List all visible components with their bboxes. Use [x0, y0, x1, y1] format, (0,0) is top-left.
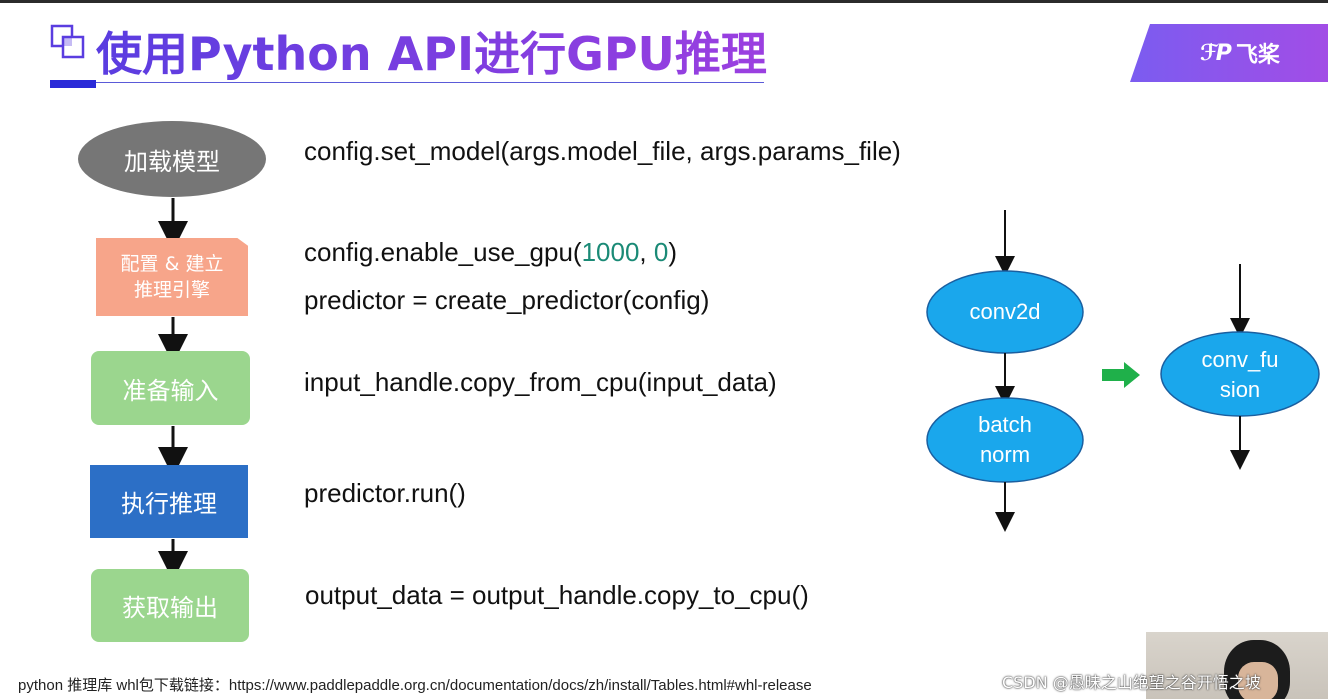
code-enable-gpu-sep: , — [639, 237, 654, 267]
webcam-person-face — [1238, 662, 1278, 699]
step-config-engine: 配置 & 建立 推理引擎 — [96, 238, 248, 316]
step-get-output-label: 获取输出 — [122, 594, 218, 622]
step-get-output: 获取输出 — [91, 569, 249, 642]
whl-download-link[interactable]: python 推理库 whl包下载链接：https://www.paddlepa… — [18, 677, 812, 694]
code-enable-gpu: config.enable_use_gpu(1000, 0) — [304, 237, 677, 268]
convfusion-label-line2: sion — [1219, 377, 1261, 402]
step-config-label-line2: 推理引擎 — [133, 279, 210, 301]
csdn-watermark: CSDN @愚昧之山绝望之谷开悟之坡 — [1002, 673, 1261, 692]
step-run-inference: 执行推理 — [90, 465, 248, 538]
step-load-model: 加载模型 — [78, 121, 266, 197]
code-run: predictor.run() — [304, 478, 466, 508]
batchnorm-label-line2: norm — [979, 442, 1031, 467]
logo-band — [1130, 24, 1328, 82]
code-copy-from-cpu: input_handle.copy_from_cpu(input_data) — [304, 367, 777, 397]
step-prepare-input: 准备输入 — [91, 351, 250, 425]
paddle-logo-text: 飞桨 — [1235, 43, 1280, 68]
batchnorm-label-line1: batch — [978, 412, 1032, 437]
title-squares-icon — [50, 24, 85, 59]
fusion-arrow-icon — [1102, 362, 1140, 388]
code-set-model: config.set_model(args.model_file, args.p… — [304, 136, 901, 166]
paddle-logo-icon: ℱP — [1200, 40, 1232, 66]
webcam-overlay — [1146, 632, 1328, 699]
conv2d-label: conv2d — [969, 299, 1041, 324]
convfusion-label-line1: conv_fu — [1201, 347, 1279, 372]
convfusion-label: conv_fu sion — [1161, 345, 1319, 405]
slide-title: 使用Python API进行GPU推理 — [96, 18, 767, 84]
code-create-predictor: predictor = create_predictor(config) — [304, 285, 710, 315]
title-underline-accent — [50, 80, 96, 88]
step-run-inference-label: 执行推理 — [121, 490, 217, 518]
code-enable-gpu-suffix: ) — [668, 237, 677, 267]
code-enable-gpu-memory: 1000 — [581, 237, 640, 267]
top-border — [0, 0, 1328, 3]
title-underline — [50, 82, 764, 83]
step-prepare-input-label: 准备输入 — [122, 376, 219, 405]
code-enable-gpu-prefix: config.enable_use_gpu( — [304, 237, 582, 267]
step-load-model-label: 加载模型 — [124, 147, 220, 176]
step-config-label-line1: 配置 & 建立 — [120, 253, 224, 275]
code-enable-gpu-device: 0 — [653, 237, 669, 267]
batchnorm-label: batch norm — [927, 410, 1083, 470]
paddle-logo: ℱP 飞桨 — [1200, 36, 1328, 70]
code-copy-to-cpu: output_data = output_handle.copy_to_cpu(… — [305, 580, 809, 610]
